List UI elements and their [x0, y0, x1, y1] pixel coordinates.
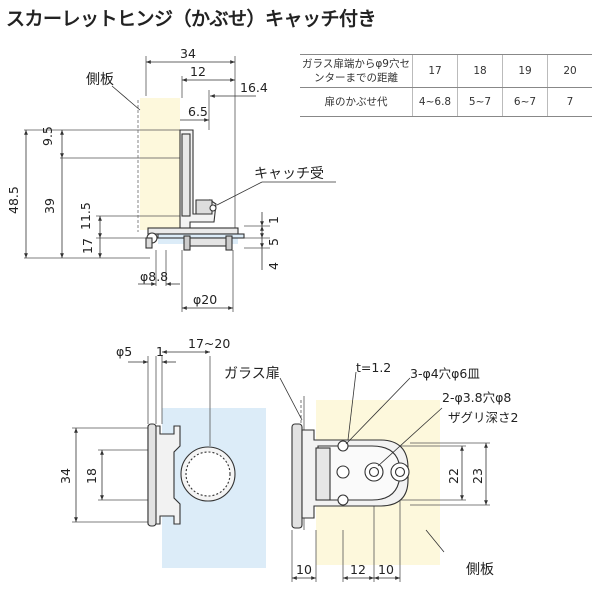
spec-header-value: 17 [412, 54, 458, 88]
left-front-view: φ5 1 17~20 34 18 [58, 336, 266, 568]
label-holes-a: 3-φ4穴φ6皿 [410, 366, 480, 381]
dim-23: 23 [470, 468, 485, 484]
dim-22: 22 [446, 468, 461, 484]
dim-10-b: 10 [378, 562, 394, 577]
dim-18: 18 [84, 468, 99, 484]
dim-34-left: 34 [58, 468, 73, 484]
page-title: スカーレットヒンジ（かぶせ）キャッチ付き [6, 8, 377, 30]
dim-11-5: 11.5 [78, 202, 93, 230]
label-thickness: t=1.2 [356, 360, 391, 375]
dim-12-right: 12 [350, 562, 366, 577]
dim-5: 5 [266, 238, 281, 246]
dim-d20: φ20 [193, 292, 217, 307]
label-glass-door: ガラス扉 [224, 366, 280, 382]
label-holes-b: 2-φ3.8穴φ8 [442, 390, 511, 405]
dim-48-5: 48.5 [6, 186, 21, 214]
table-row: ガラス扉端からφ9穴センターまでの距離 17 18 19 20 [300, 54, 592, 88]
dim-9-5: 9.5 [40, 126, 55, 146]
spec-row-value: 4~6.8 [412, 87, 458, 117]
label-side-panel-bottom: 側板 [466, 562, 494, 578]
dim-39: 39 [42, 198, 57, 214]
dim-16-4: 16.4 [240, 80, 268, 95]
dim-d8-8: φ8.8 [140, 269, 168, 284]
top-view: 側板 キャッチ受 34 12 16.4 6.5 9.5 48.5 39 11.5… [6, 46, 336, 312]
label-catch: キャッチ受 [254, 166, 324, 182]
dim-34: 34 [180, 46, 196, 61]
dim-4: 4 [266, 262, 281, 270]
dim-17-20: 17~20 [188, 336, 230, 351]
spec-row-value: 5~7 [457, 87, 503, 117]
spec-header-value: 19 [502, 54, 548, 88]
spec-row-value: 7 [547, 87, 592, 117]
side-panel-area [140, 98, 180, 230]
right-front-view: ガラス扉 t=1.2 3-φ4穴φ6皿 2-φ3.8穴φ8 ザグリ深さ2 側板 … [224, 360, 518, 582]
dim-17: 17 [80, 238, 95, 254]
spec-table: ガラス扉端からφ9穴センターまでの距離 17 18 19 20 扉のかぶせ代 4… [300, 54, 592, 117]
label-side-panel-top: 側板 [86, 72, 114, 88]
dim-1-left: 1 [156, 344, 164, 359]
spec-row-label: 扉のかぶせ代 [300, 87, 413, 117]
dim-10-a: 10 [296, 562, 312, 577]
dim-12: 12 [190, 64, 206, 79]
label-counterbore: ザグリ深さ2 [448, 410, 518, 425]
table-row: 扉のかぶせ代 4~6.8 5~7 6~7 7 [300, 87, 592, 117]
dim-6-5: 6.5 [188, 104, 208, 119]
dim-1: 1 [266, 216, 281, 224]
dim-d5: φ5 [116, 344, 132, 359]
spec-header-label: ガラス扉端からφ9穴センターまでの距離 [300, 54, 413, 88]
spec-row-value: 6~7 [502, 87, 548, 117]
